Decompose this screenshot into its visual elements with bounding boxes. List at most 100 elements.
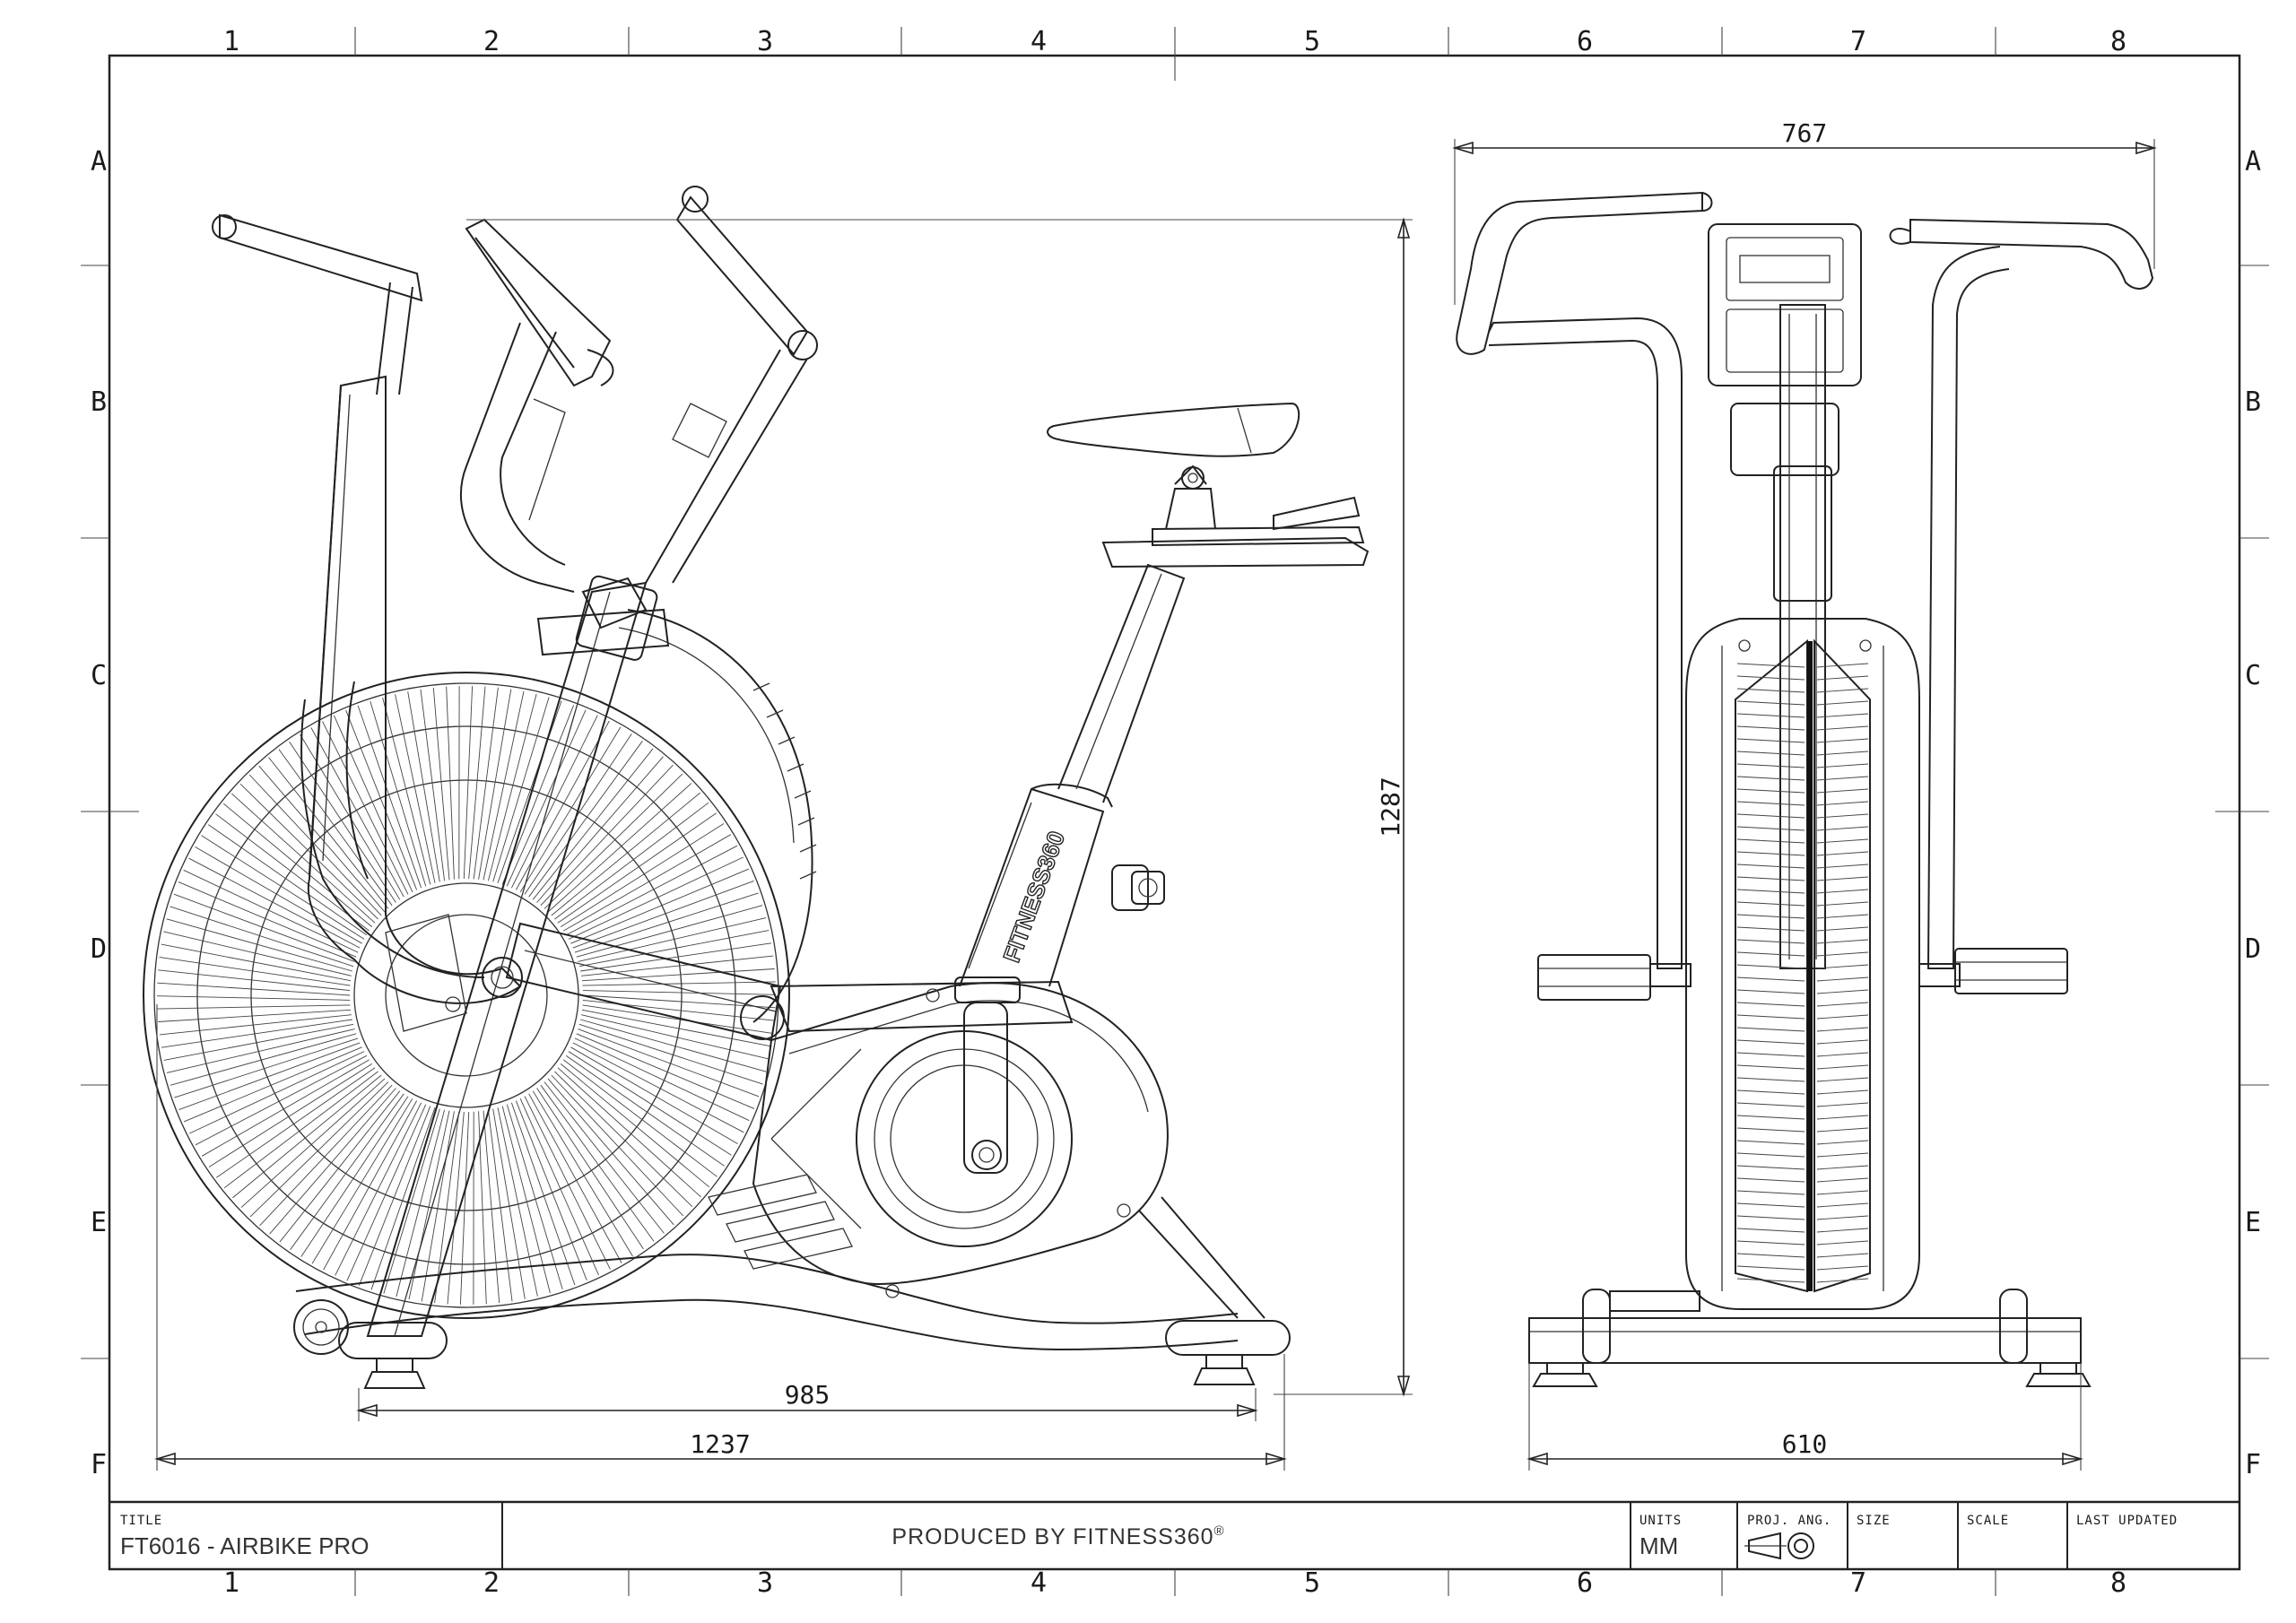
fan-blade — [574, 1037, 750, 1122]
fan-blade — [178, 1042, 361, 1111]
drawing-title: FT6016 - AIRBIKE PRO — [120, 1532, 369, 1559]
side-crank-housing — [708, 976, 1169, 1298]
last-updated-label: LAST UPDATED — [2076, 1514, 2178, 1528]
fan-slat — [1816, 1027, 1869, 1032]
col-label: 3 — [757, 1567, 773, 1599]
row-label: F — [2245, 1449, 2261, 1480]
col-label: 5 — [1304, 26, 1320, 57]
fan-slat — [1736, 813, 1805, 819]
fan-blade — [570, 868, 750, 944]
fan-blade — [420, 689, 446, 881]
fan-blade — [183, 1046, 362, 1123]
fan-slat — [1736, 1202, 1805, 1208]
fan-blade — [159, 956, 351, 986]
fan-slat — [1816, 688, 1869, 693]
fan-slat — [1816, 738, 1869, 743]
side-crank-link — [505, 922, 785, 1042]
fan-slat — [1816, 776, 1869, 781]
fan-slat — [1816, 1064, 1869, 1070]
col-label: 2 — [483, 1567, 500, 1599]
fan-blade — [506, 1104, 563, 1290]
size-label: SIZE — [1857, 1514, 1891, 1528]
fan-blade — [578, 917, 767, 962]
produced-by: PRODUCED BY FITNESS360® — [891, 1523, 1224, 1549]
fan-blade — [222, 803, 373, 927]
fan-slat — [1816, 675, 1869, 681]
units-value: MM — [1639, 1532, 1678, 1559]
fan-blade — [215, 813, 370, 932]
fan-blade — [572, 880, 754, 949]
row-label: C — [91, 660, 107, 691]
fan-slat — [1736, 951, 1805, 957]
fan-blade — [473, 687, 499, 880]
fan-slat — [1816, 1014, 1869, 1020]
side-console-handle — [459, 186, 818, 593]
fan-slat — [1816, 1177, 1869, 1183]
side-view: FITNESS360 — [143, 186, 1413, 1471]
fan-slat — [1816, 1052, 1869, 1057]
fan-blade — [576, 1033, 755, 1109]
fan-blade — [578, 1023, 763, 1085]
fan-blade — [335, 1102, 422, 1276]
fan-blade — [582, 981, 776, 986]
fan-slat — [1816, 700, 1869, 706]
side-fan-wheel — [143, 672, 790, 1319]
fan-slat — [1736, 838, 1805, 844]
fan-slat — [1736, 1039, 1805, 1045]
fan-blade — [581, 1009, 772, 1047]
fan-blade — [216, 1067, 376, 1178]
fan-slat — [1736, 864, 1805, 869]
fan-blade — [582, 990, 777, 995]
fan-blade — [269, 1088, 396, 1235]
fan-blade — [554, 802, 709, 920]
fan-slat — [1736, 964, 1805, 969]
projection-angle-icon — [1744, 1532, 1814, 1560]
row-label: E — [2245, 1207, 2261, 1238]
fan-slat — [1816, 813, 1869, 819]
row-label: A — [2245, 146, 2261, 178]
fan-slat — [1816, 951, 1869, 957]
fan-blade — [421, 1111, 455, 1302]
col-label: 7 — [1850, 1567, 1866, 1599]
fan-blade — [544, 773, 683, 909]
fan-blade — [163, 1023, 354, 1061]
side-fan-hub — [385, 914, 467, 1032]
fan-blade — [239, 783, 378, 920]
fan-slat — [1816, 1190, 1869, 1195]
fan-blade — [524, 1096, 611, 1270]
fan-slat — [1736, 1265, 1805, 1271]
fan-slat — [1816, 838, 1869, 844]
fan-blade — [166, 1028, 355, 1073]
fan-slat — [1816, 1265, 1869, 1271]
projection-label: PROJ. ANG. — [1747, 1514, 1831, 1528]
title-block — [109, 1500, 2239, 1569]
fan-slat — [1816, 1002, 1869, 1007]
side-front-upright — [366, 575, 670, 1337]
fan-slat — [1736, 926, 1805, 932]
fan-blade — [581, 1014, 770, 1060]
fan-blade — [572, 1042, 744, 1133]
front-handlebars — [1456, 191, 2154, 969]
fan-slat — [1816, 864, 1869, 869]
fan-blade — [311, 1098, 413, 1264]
fan-slat — [1736, 1127, 1805, 1133]
front-pedals — [1537, 948, 2068, 1001]
fan-slat — [1816, 1039, 1869, 1045]
fan-blade — [492, 697, 550, 882]
grid-row-labels-left: A B C D E F — [91, 146, 107, 1480]
fan-slat — [1816, 788, 1869, 794]
fan-blade — [159, 1014, 352, 1036]
front-base — [1528, 1289, 2092, 1387]
fan-blade — [183, 869, 359, 953]
fan-blade — [519, 1098, 599, 1276]
col-label: 7 — [1850, 26, 1866, 57]
col-label: 8 — [2110, 1567, 2126, 1599]
dimension-front-width-top: 767 — [1782, 118, 1828, 148]
fan-slat — [1736, 1253, 1805, 1258]
fan-blade — [540, 764, 674, 907]
side-seat-post: FITNESS360 — [959, 563, 1186, 987]
col-label: 2 — [483, 26, 500, 57]
fan-blade — [565, 1055, 725, 1167]
fan-blade — [580, 942, 772, 972]
row-label: E — [91, 1207, 107, 1238]
